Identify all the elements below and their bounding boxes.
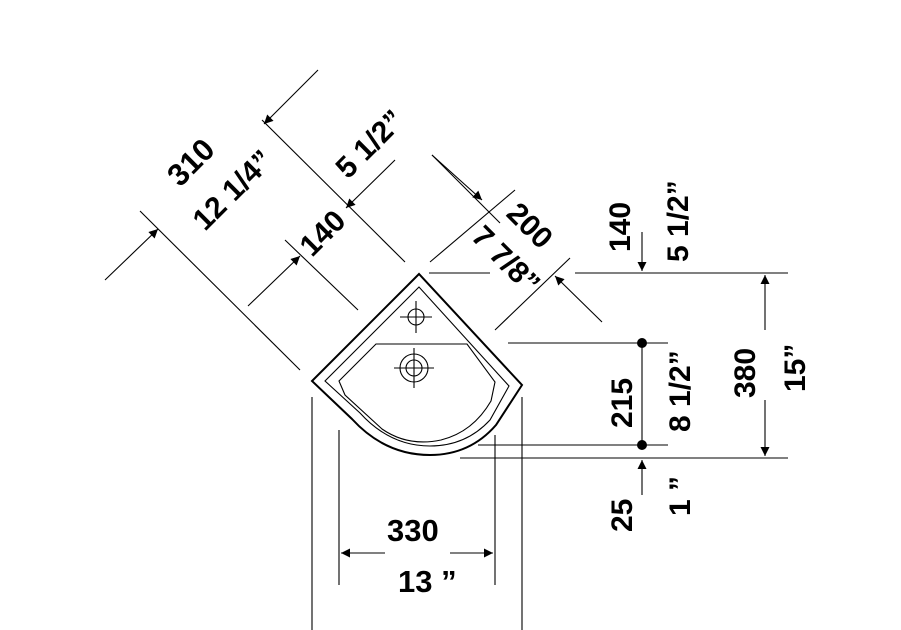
- tap-offset-in-label: 5 1/2”: [662, 180, 695, 262]
- drain-mm-label: 215: [606, 378, 639, 428]
- sink-outline: [310, 272, 524, 457]
- bottom-mm-label: 25: [606, 499, 639, 532]
- bottom-in-label: 1 ”: [664, 476, 697, 516]
- front-in-label: 13 ”: [398, 564, 457, 599]
- bowl-in-label: 5 1/2”: [330, 104, 411, 185]
- dimension-labels: 310 12 1/4” 140 5 1/2” 200 7 7/8” 140 5 …: [160, 104, 812, 599]
- width-mm-label: 310: [160, 132, 221, 193]
- depth-mm-label: 380: [729, 348, 762, 398]
- depth-in-label: 15”: [779, 344, 812, 392]
- tap-hole-icon: [400, 301, 432, 333]
- front-mm-label: 330: [387, 513, 439, 548]
- drain-in-label: 8 1/2”: [664, 350, 697, 432]
- tap-offset-mm-label: 140: [604, 202, 637, 252]
- drain-icon: [394, 348, 434, 388]
- bowl-mm-label: 140: [294, 204, 353, 263]
- dimension-arrows: [104, 69, 770, 558]
